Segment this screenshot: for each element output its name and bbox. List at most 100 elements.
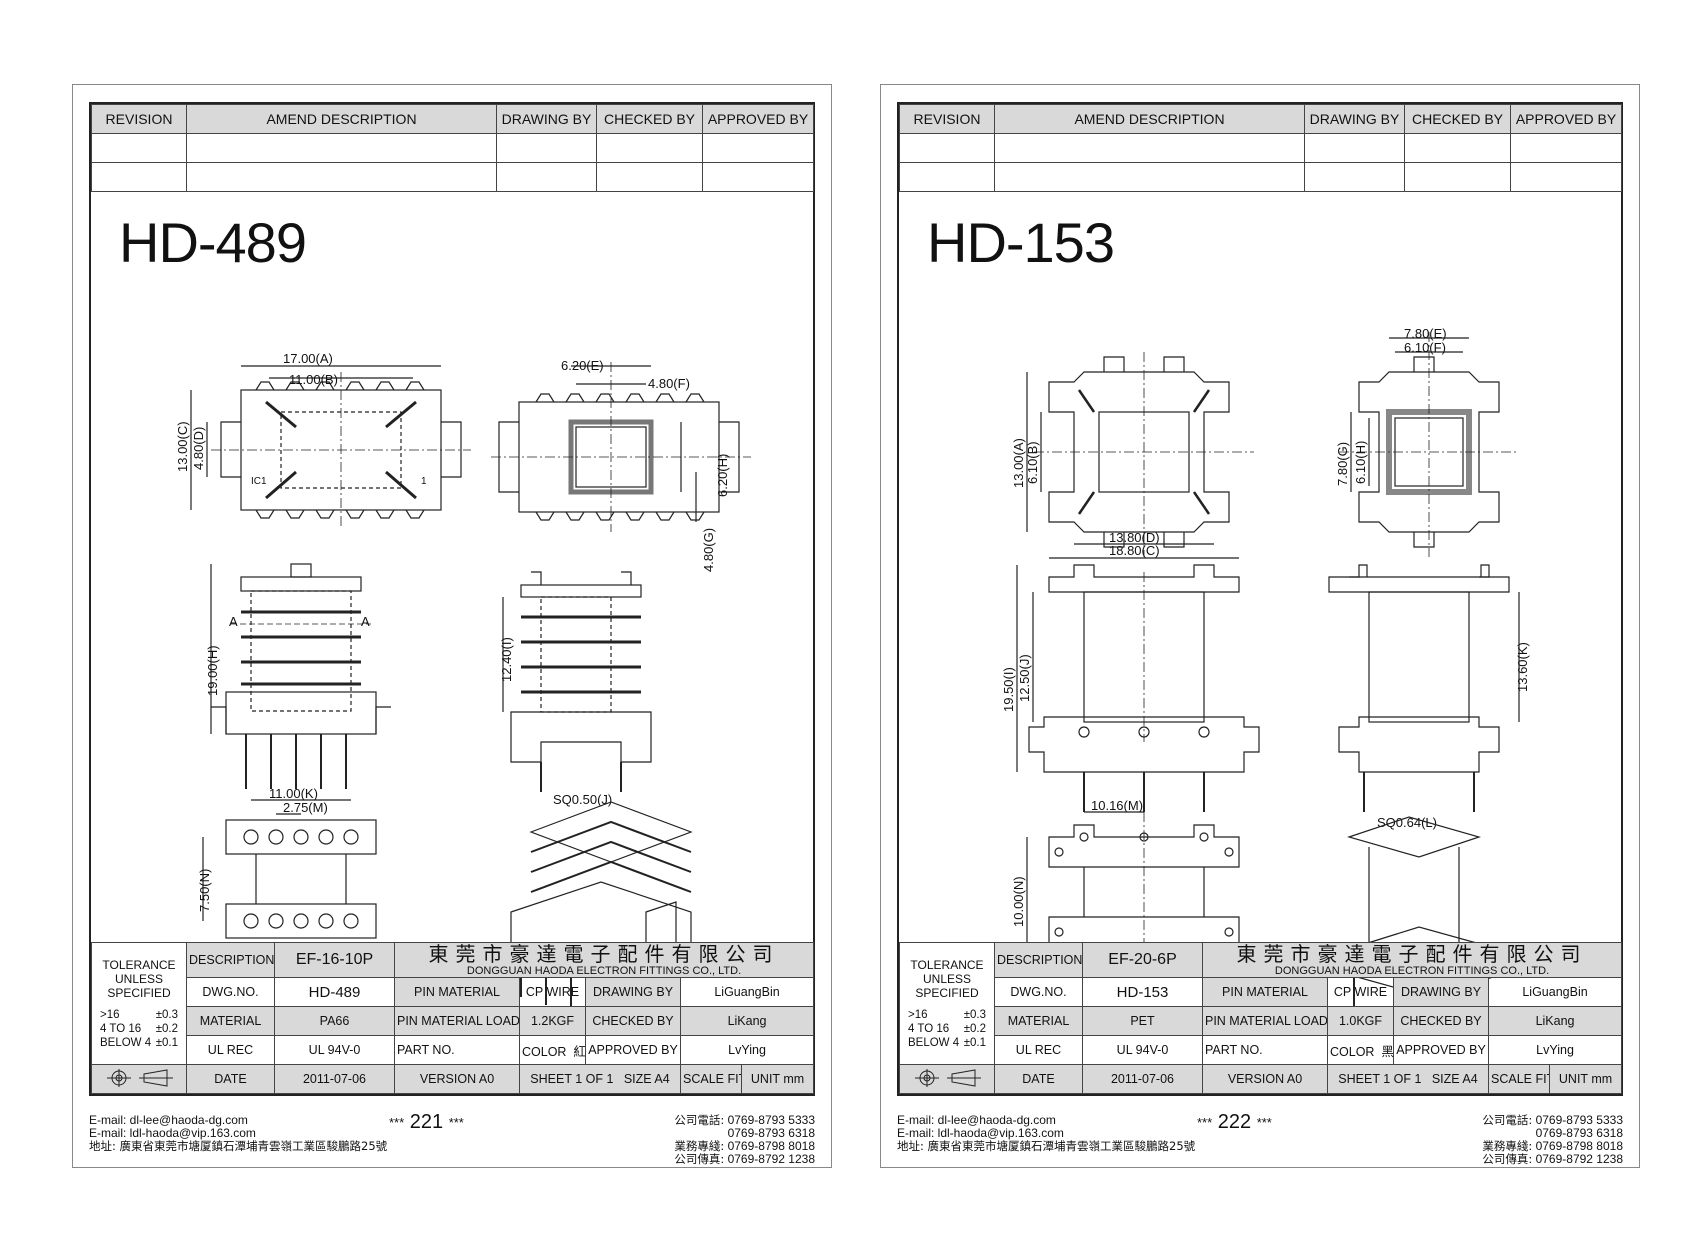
section-mark-a-right: A (361, 614, 370, 629)
checked-by-header: CHECKED BY (1404, 104, 1511, 134)
dwg-no-value: HD-489 (274, 977, 395, 1007)
unit: UNIT mm (1548, 1064, 1623, 1094)
fax: 0769-8792 1238 (1535, 1152, 1623, 1166)
projection-symbol (91, 1064, 187, 1094)
description-label: DESCRIPTION (994, 942, 1083, 978)
description-label: DESCRIPTION (186, 942, 275, 978)
tolerance-label: SPECIFIED (107, 985, 171, 1000)
page-number-value: 221 (409, 1111, 444, 1133)
phone-2: 0769-8793 6318 (1535, 1126, 1623, 1140)
phone-2: 0769-8793 6318 (727, 1126, 815, 1140)
dim-i: 19.50(I) (1001, 667, 1016, 712)
sheet-footer: E-mail: dl-lee@haoda-dg.com E-mail: ldl-… (89, 1111, 815, 1166)
biz-label: 業務專綫: (674, 1139, 725, 1153)
drawing-by-cell (1304, 133, 1405, 163)
tolerance-label: SPECIFIED (915, 985, 979, 1000)
company-name-en: DONGGUAN HAODA ELECTRON FITTINGS CO., LT… (1274, 964, 1550, 977)
dim-g: 4.80(G) (701, 528, 716, 572)
email-2: E-mail: ldl-haoda@vip.163.com (89, 1126, 256, 1140)
dim-j: SQ0.50(J) (553, 792, 612, 807)
pin-mark-ic1: IC1 (251, 476, 267, 487)
approved-by-cell (1510, 162, 1622, 192)
approved-by-cell (1510, 133, 1622, 163)
page-number-value: 222 (1217, 1111, 1252, 1133)
sheet-count-text: SHEET 1 OF 1 (1338, 1072, 1422, 1086)
tol-range: BELOW 4 (100, 1036, 152, 1049)
bottom-view: 6.20(E) 4.80(F) 6.20(H) 4.80(G) (491, 358, 751, 572)
drawing-by-label: DRAWING BY (1393, 977, 1489, 1007)
scale: SCALE FIT (1488, 1064, 1550, 1094)
checked-by-value: LiKang (679, 1006, 815, 1036)
tol-value: ±0.3 (155, 1008, 178, 1021)
color-label-text: COLOR (1330, 1044, 1375, 1059)
pin-material-label: PIN MATERIAL (1202, 977, 1328, 1007)
color-value: 黑色 (1381, 1043, 1394, 1059)
tol-value: ±0.2 (963, 1022, 986, 1035)
title-block: TOLERANCE UNLESS SPECIFIED >16±0.3 4 TO … (899, 942, 1623, 1094)
drawing-by-cell (496, 162, 597, 192)
pin-load-label: PIN MATERIAL LOAD (1202, 1006, 1328, 1036)
version: VERSION A0 (1202, 1064, 1328, 1094)
ul-rec-value: UL 94V-0 (1082, 1035, 1203, 1065)
description-value: EF-16-10P (274, 942, 395, 978)
biz-phone: 0769-8798 8018 (1535, 1139, 1623, 1153)
color-label: COLOR 紅色 (519, 1035, 586, 1065)
dim-m: 2.75(M) (283, 800, 328, 815)
color-label-text: COLOR (522, 1044, 567, 1059)
dim-e: 6.20(E) (561, 358, 604, 373)
dim-g: 7.80(G) (1335, 442, 1350, 486)
page-star: *** (1256, 1115, 1272, 1131)
material-value: PA66 (274, 1006, 395, 1036)
drawing-sheet-hd489: REVISION AMEND DESCRIPTION DRAWING BY CH… (72, 84, 832, 1168)
part-no-label: PART NO. (394, 1035, 520, 1065)
company-name-cn: 東莞市豪達電子配件有限公司 (428, 942, 780, 966)
dim-a: 17.00(A) (283, 351, 333, 366)
dim-f: 4.80(F) (648, 376, 690, 391)
phone-label: 公司電話: (1482, 1113, 1533, 1127)
dwg-no-value: HD-153 (1082, 977, 1203, 1007)
bottom-view: 7.80(E) 6.10(F) 7.80(G) 6.10(H) (1335, 326, 1519, 557)
dim-d: 4.80(D) (191, 427, 206, 470)
front-view: 19.50(I) 12.50(J) (1001, 564, 1260, 812)
biz-label: 業務專綫: (1482, 1139, 1533, 1153)
checked-by-label: CHECKED BY (585, 1006, 681, 1036)
dim-m: 10.16(M) (1091, 798, 1143, 813)
email-1: E-mail: dl-lee@haoda-dg.com (89, 1113, 248, 1127)
date-value: 2011-07-06 (274, 1064, 395, 1094)
page-star: *** (448, 1115, 464, 1131)
sheet-frame: REVISION AMEND DESCRIPTION DRAWING BY CH… (897, 102, 1623, 1096)
drawing-by-label: DRAWING BY (585, 977, 681, 1007)
amend-cell (186, 133, 497, 163)
scale: SCALE FIT (680, 1064, 742, 1094)
date-value: 2011-07-06 (1082, 1064, 1203, 1094)
projection-symbol (899, 1064, 995, 1094)
dim-j: 12.50(J) (1017, 654, 1032, 702)
address: 地址: 廣東省東莞市塘厦鎮石潭埔青雲嶺工業區駿鵬路25號 (897, 1139, 1196, 1153)
amend-description-header: AMEND DESCRIPTION (186, 104, 497, 134)
dim-i: 12.40(I) (499, 637, 514, 682)
dim-a: 13.00(A) (1011, 438, 1026, 488)
checked-by-header: CHECKED BY (596, 104, 703, 134)
dim-b: 11.00(B) (289, 372, 338, 387)
tolerance-label: UNLESS (114, 971, 164, 986)
pin-material-label: PIN MATERIAL (394, 977, 520, 1007)
phone-label: 公司電話: (674, 1113, 725, 1127)
technical-drawing: 17.00(A) 11.00(B) 13.00(C) 4.80(D) IC1 1 (175, 351, 751, 1021)
company-name-en: DONGGUAN HAODA ELECTRON FITTINGS CO., LT… (466, 964, 742, 977)
dim-d: 13.80(D) (1109, 530, 1160, 545)
sheet-footer: E-mail: dl-lee@haoda-dg.com E-mail: ldl-… (897, 1111, 1623, 1166)
revision-table: REVISION AMEND DESCRIPTION DRAWING BY CH… (899, 104, 1622, 192)
address: 地址: 廣東省東莞市塘厦鎮石潭埔青雲嶺工業區駿鵬路25號 (89, 1139, 388, 1153)
checked-by-cell (1404, 162, 1511, 192)
dim-b: 6.10(B) (1025, 441, 1040, 484)
company-name-cn: 東莞市豪達電子配件有限公司 (1236, 942, 1588, 966)
technical-drawing: 13.00(A) 6.10(B) 13.80(D) 18.80(C) 7.80(… (1001, 326, 1530, 1025)
projection-icon (107, 1068, 173, 1087)
tolerance-label: TOLERANCE (102, 957, 176, 972)
company-name: 東莞市豪達電子配件有限公司 DONGGUAN HAODA ELECTRON FI… (393, 942, 815, 978)
material-value: PET (1082, 1006, 1203, 1036)
tol-range: >16 (908, 1008, 928, 1021)
pin-load-value: 1.0KGF (1327, 1006, 1394, 1036)
revision-table: REVISION AMEND DESCRIPTION DRAWING BY CH… (91, 104, 814, 192)
checked-by-value: LiKang (1487, 1006, 1623, 1036)
